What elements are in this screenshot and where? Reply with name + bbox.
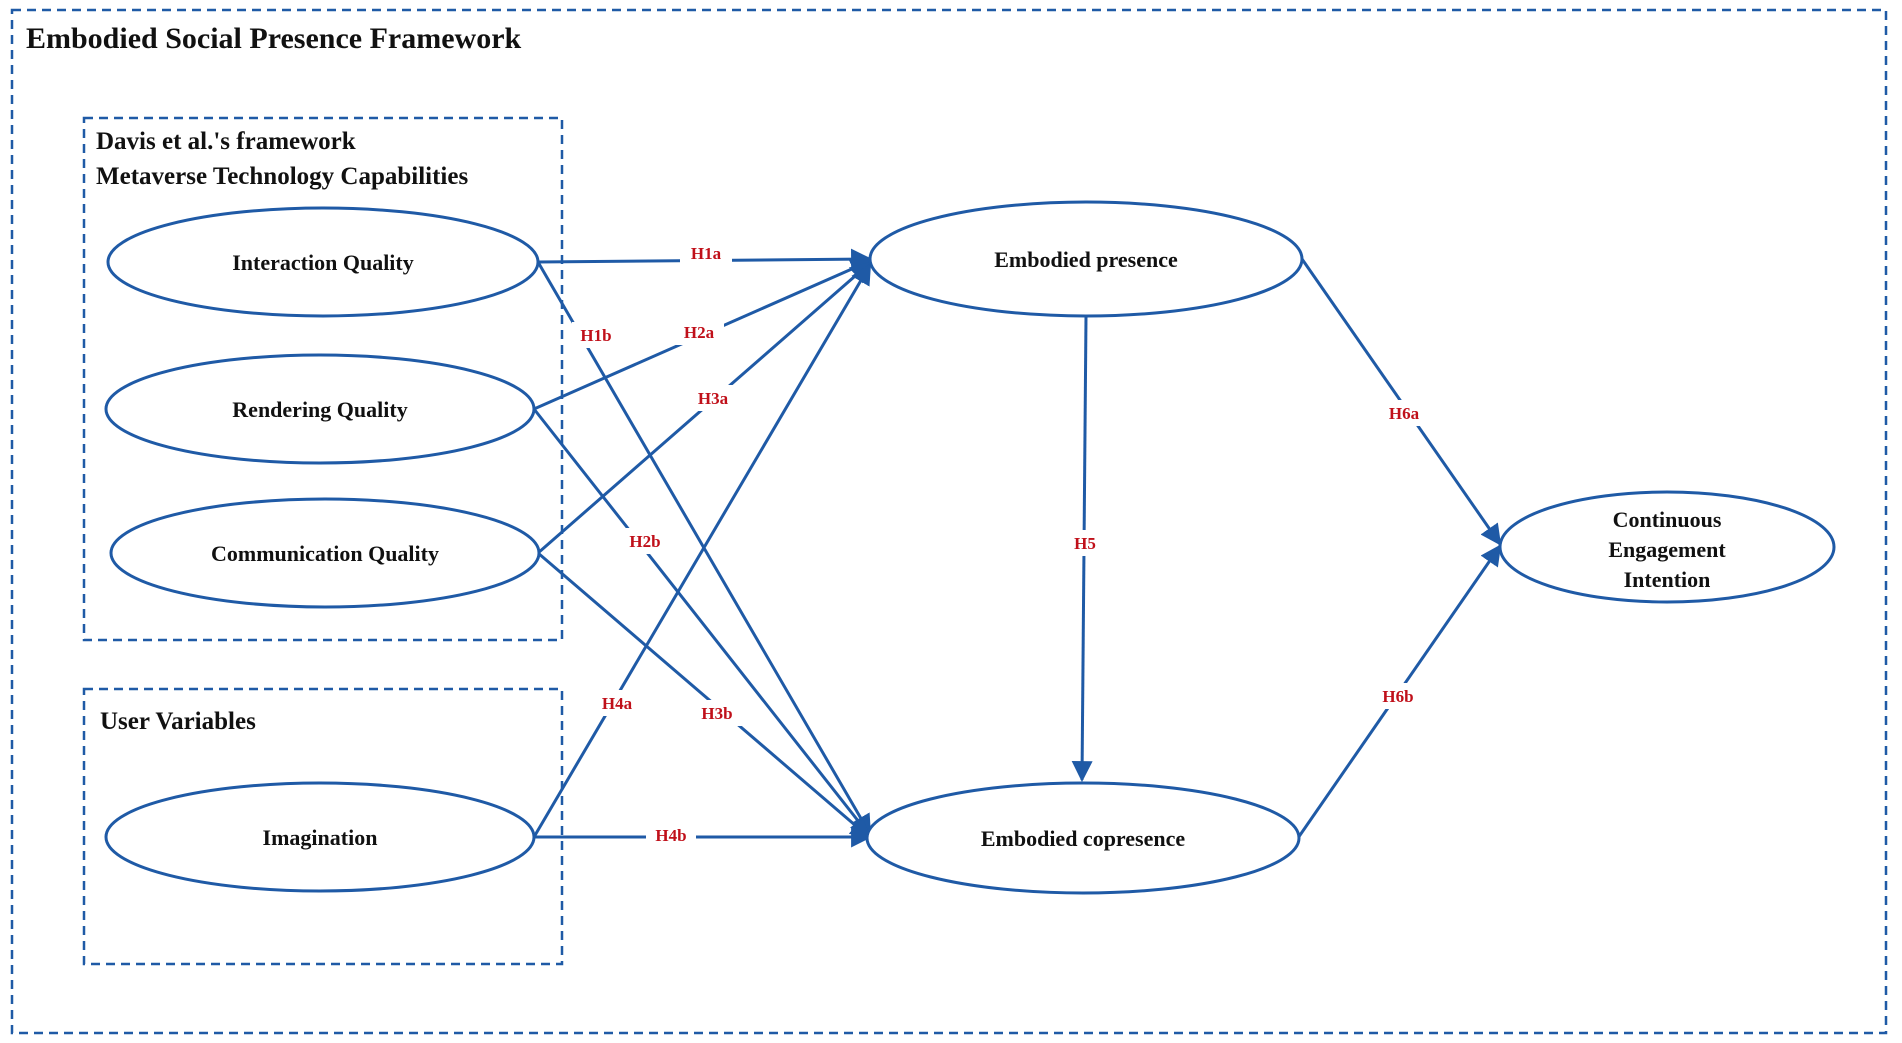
capabilities-group-box <box>82 116 564 642</box>
node-interaction-quality: Interaction Quality <box>106 206 540 318</box>
outer-frame <box>10 8 1888 1035</box>
edge-label-h3a: H3a <box>698 389 729 408</box>
edge-label-h1b: H1b <box>580 326 611 345</box>
edge-h4a <box>532 263 872 838</box>
edge-labels: H1a H1b H2a H3a H2b H4a H3b H4b H5 H6a H… <box>572 240 1430 848</box>
node-label-imagination: Imagination <box>263 825 378 850</box>
node-label-engagement-line3: Intention <box>1624 567 1711 592</box>
edge-h2b <box>532 408 872 838</box>
edge-label-h3b: H3b <box>701 704 732 723</box>
node-label-interaction-quality: Interaction Quality <box>232 250 414 275</box>
node-label-engagement-line1: Continuous <box>1613 507 1722 532</box>
node-communication-quality: Communication Quality <box>109 497 541 609</box>
edge-label-h5: H5 <box>1074 534 1096 553</box>
capabilities-group-title-2: Metaverse Technology Capabilities <box>96 163 468 190</box>
edge-label-h4a: H4a <box>602 694 633 713</box>
capabilities-group-title-1: Davis et al.'s framework <box>96 128 356 155</box>
user-variables-group-box <box>82 687 564 966</box>
node-rendering-quality: Rendering Quality <box>104 353 536 465</box>
frame-title: Embodied Social Presence Framework <box>26 22 522 55</box>
edge-label-h4b: H4b <box>655 826 686 845</box>
node-label-embodied-copresence: Embodied copresence <box>981 826 1186 851</box>
edge-h3b <box>537 551 872 840</box>
node-label-engagement-line2: Engagement <box>1608 537 1726 562</box>
edges <box>532 248 1502 848</box>
node-label-embodied-presence: Embodied presence <box>994 247 1178 272</box>
edge-label-h2a: H2a <box>684 323 715 342</box>
node-embodied-copresence: Embodied copresence <box>865 781 1301 895</box>
node-label-rendering-quality: Rendering Quality <box>232 397 407 422</box>
edge-label-h6b: H6b <box>1382 687 1413 706</box>
node-continuous-engagement-intention: Continuous Engagement Intention <box>1498 490 1836 604</box>
node-embodied-presence: Embodied presence <box>868 200 1304 318</box>
edge-label-h2b: H2b <box>629 532 660 551</box>
edge-label-h6a: H6a <box>1389 404 1420 423</box>
node-imagination: Imagination <box>104 781 536 893</box>
user-variables-group-title: User Variables <box>100 708 256 735</box>
edge-label-h1a: H1a <box>691 244 722 263</box>
node-label-communication-quality: Communication Quality <box>211 541 439 566</box>
